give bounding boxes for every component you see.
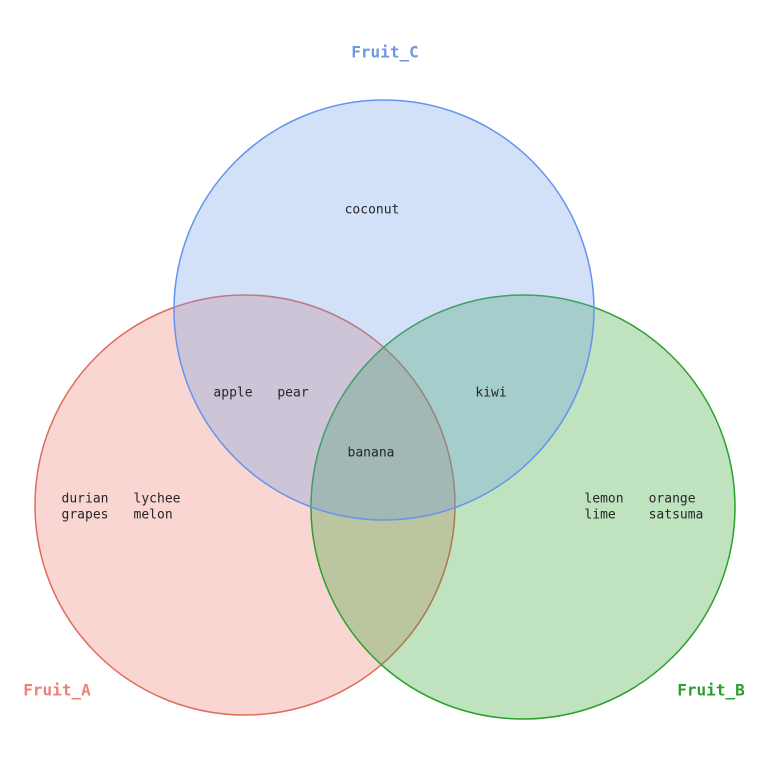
region-label-a-only-col1: durian grapes bbox=[61, 491, 109, 523]
set-title-fruit-c: Fruit_C bbox=[351, 42, 419, 62]
region-label-b-only-col2: orange satsuma bbox=[648, 491, 704, 523]
region-label-a-and-c-item2: pear bbox=[277, 385, 309, 401]
region-label-c-only: coconut bbox=[344, 202, 400, 218]
region-label-b-and-c: kiwi bbox=[475, 385, 507, 401]
circle-fruit-a bbox=[34, 294, 456, 716]
region-label-a-only-col2: lychee melon bbox=[133, 491, 181, 523]
circle-fruit-c bbox=[173, 99, 595, 521]
set-title-fruit-a: Fruit_A bbox=[23, 680, 91, 700]
region-label-a-and-c-item1: apple bbox=[213, 385, 253, 401]
set-title-fruit-b: Fruit_B bbox=[677, 680, 745, 700]
region-label-b-only-col1: lemon lime bbox=[584, 491, 624, 523]
region-label-a-and-b-and-c: banana bbox=[347, 445, 395, 461]
